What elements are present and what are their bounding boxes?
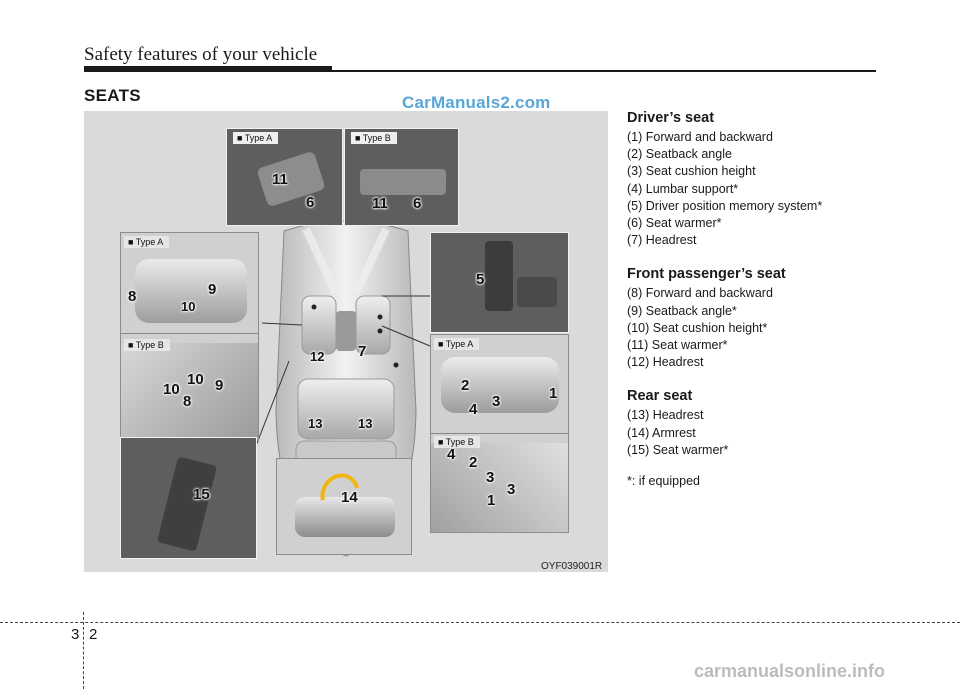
label-type-b: ■ Type B — [351, 132, 397, 144]
callout-2: 2 — [469, 454, 478, 471]
label-type-a: ■ Type A — [434, 338, 480, 350]
watermark-top[interactable]: CarManuals2.com — [402, 93, 551, 112]
list-item: (6) Seat warmer* — [627, 216, 722, 231]
list-item: (13) Headrest — [627, 408, 704, 423]
callout-14: 14 — [341, 489, 358, 506]
footnote: *: if equipped — [627, 474, 700, 489]
figure-code: OYF039001R — [541, 561, 603, 572]
callout-3: 3 — [486, 469, 495, 486]
footer-rule — [0, 622, 960, 623]
seat-legend: Driver’s seat (1) Forward and backward (… — [627, 110, 887, 490]
door-switch — [156, 456, 218, 552]
switch-pad — [360, 169, 446, 195]
callout-11: 11 — [372, 195, 388, 212]
door-handle — [517, 277, 557, 307]
callout-8: 8 — [183, 393, 192, 410]
seat-image — [135, 259, 247, 323]
callout-3: 3 — [492, 393, 501, 410]
label-type-b: ■ Type B — [124, 339, 170, 351]
callout-11: 11 — [272, 171, 288, 188]
callout-15: 15 — [193, 486, 210, 503]
callout-5: 5 — [476, 271, 485, 288]
seat-image — [441, 357, 559, 413]
callout-8: 8 — [128, 288, 137, 305]
panel-memory-system: 5 — [430, 232, 569, 333]
header-rule-thick — [84, 66, 332, 71]
label-type-b: ■ Type B — [434, 436, 480, 448]
memory-switch — [485, 241, 513, 311]
callout-7: 7 — [358, 343, 367, 360]
panel-rear-armrest: 14 — [276, 458, 412, 555]
drivers-seat-heading: Driver’s seat — [627, 110, 715, 126]
label-type-a: ■ Type A — [124, 236, 170, 248]
list-item: (10) Seat cushion height* — [627, 320, 768, 335]
header-title: Safety features of your vehicle — [84, 44, 318, 65]
watermark-bottom[interactable]: carmanualsonline.info — [694, 661, 886, 681]
callout-2: 2 — [461, 377, 470, 394]
list-item: (9) Seatback angle* — [627, 303, 737, 318]
callout-10: 10 — [181, 299, 196, 314]
callout-1: 1 — [549, 385, 558, 402]
list-item: (15) Seat warmer* — [627, 442, 729, 457]
callout-10: 10 — [187, 371, 204, 388]
footer-vertical-rule — [83, 612, 84, 689]
header-rule-thin — [84, 70, 876, 72]
callout-9: 9 — [215, 377, 224, 394]
list-item: (5) Driver position memory system* — [627, 198, 823, 213]
rear-seat-image — [295, 497, 395, 537]
callout-4: 4 — [447, 446, 456, 463]
panel-passenger-seat: ■ Type A ■ Type B 8 9 10 10 10 9 8 — [120, 232, 259, 441]
seat-image — [431, 443, 568, 532]
list-item: (2) Seatback angle — [627, 147, 732, 162]
list-item: (14) Armrest — [627, 425, 696, 440]
callout-3: 3 — [507, 481, 516, 498]
callout-6: 6 — [413, 195, 422, 212]
callout-13: 13 — [358, 416, 373, 431]
callout-1: 1 — [487, 492, 496, 509]
list-item: (11) Seat warmer* — [627, 338, 728, 353]
label-type-a: ■ Type A — [233, 132, 279, 144]
seats-figure: ■ Type A 11 6 ■ Type B 11 6 ■ Type A ■ T… — [84, 111, 608, 572]
list-item: (7) Headrest — [627, 233, 697, 248]
passenger-seat-heading: Front passenger’s seat — [627, 266, 786, 283]
seat-image — [121, 343, 258, 440]
list-item: (4) Lumbar support* — [627, 181, 739, 196]
rear-seat-heading: Rear seat — [627, 388, 693, 405]
page-number: 2 — [89, 626, 98, 643]
panel-rear-seat-warmer: 15 — [120, 437, 257, 559]
list-item: (3) Seat cushion height — [627, 164, 756, 179]
chapter-number: 3 — [71, 626, 80, 643]
list-item: (1) Forward and backward — [627, 130, 773, 144]
callout-9: 9 — [208, 281, 217, 298]
panel-driver-seat: ■ Type A ■ Type B 2 3 1 4 4 2 3 3 1 — [430, 334, 569, 533]
callout-6: 6 — [306, 194, 315, 211]
callout-12: 12 — [310, 349, 325, 364]
panel-top-type-b: ■ Type B 11 6 — [344, 128, 459, 226]
callout-13: 13 — [308, 416, 323, 431]
list-item: (8) Forward and backward — [627, 286, 773, 301]
callout-4: 4 — [469, 401, 478, 418]
section-title: SEATS — [84, 86, 141, 105]
list-item: (12) Headrest — [627, 355, 704, 370]
panel-top-type-a: ■ Type A 11 6 — [226, 128, 343, 226]
switch-pad — [256, 150, 326, 208]
callout-10: 10 — [163, 381, 180, 398]
